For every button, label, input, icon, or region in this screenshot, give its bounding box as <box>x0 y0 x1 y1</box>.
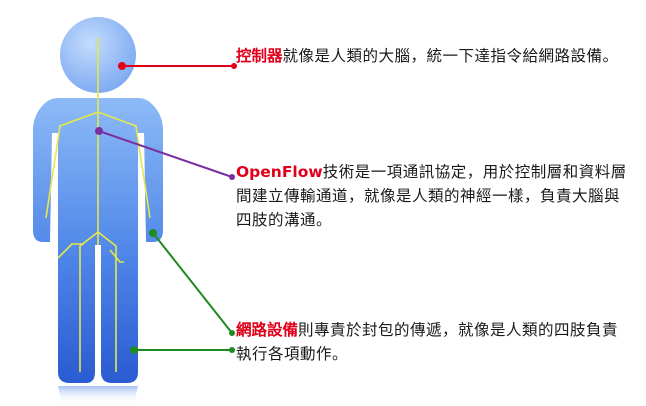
openflow-highlight: OpenFlow <box>236 163 323 181</box>
nervous-system-lines <box>45 38 151 372</box>
controller-annotation: 控制器就像是人類的大腦，統一下達指令給網路設備。 <box>236 44 632 68</box>
openflow-connector <box>95 127 235 180</box>
controller-highlight: 控制器 <box>236 47 283 65</box>
openflow-annotation: OpenFlow技術是一項通訊協定，用於控制層和資料層間建立傳輸通道，就像是人類… <box>236 160 632 232</box>
openflow-text: 技術是一項通訊協定，用於控制層和資料層間建立傳輸通道，就像是人類的神經一樣，負責… <box>236 163 627 229</box>
controller-text: 就像是人類的大腦，統一下達指令給網路設備。 <box>282 47 619 65</box>
network-annotation: 網路設備則專責於封包的傳遞，就像是人類的四肢負責執行各項動作。 <box>236 318 632 366</box>
network-connector <box>130 229 235 354</box>
network-highlight: 網路設備 <box>236 321 299 339</box>
network-text: 則專責於封包的傳遞，就像是人類的四肢負責執行各項動作。 <box>236 321 619 363</box>
controller-connector <box>118 62 237 70</box>
